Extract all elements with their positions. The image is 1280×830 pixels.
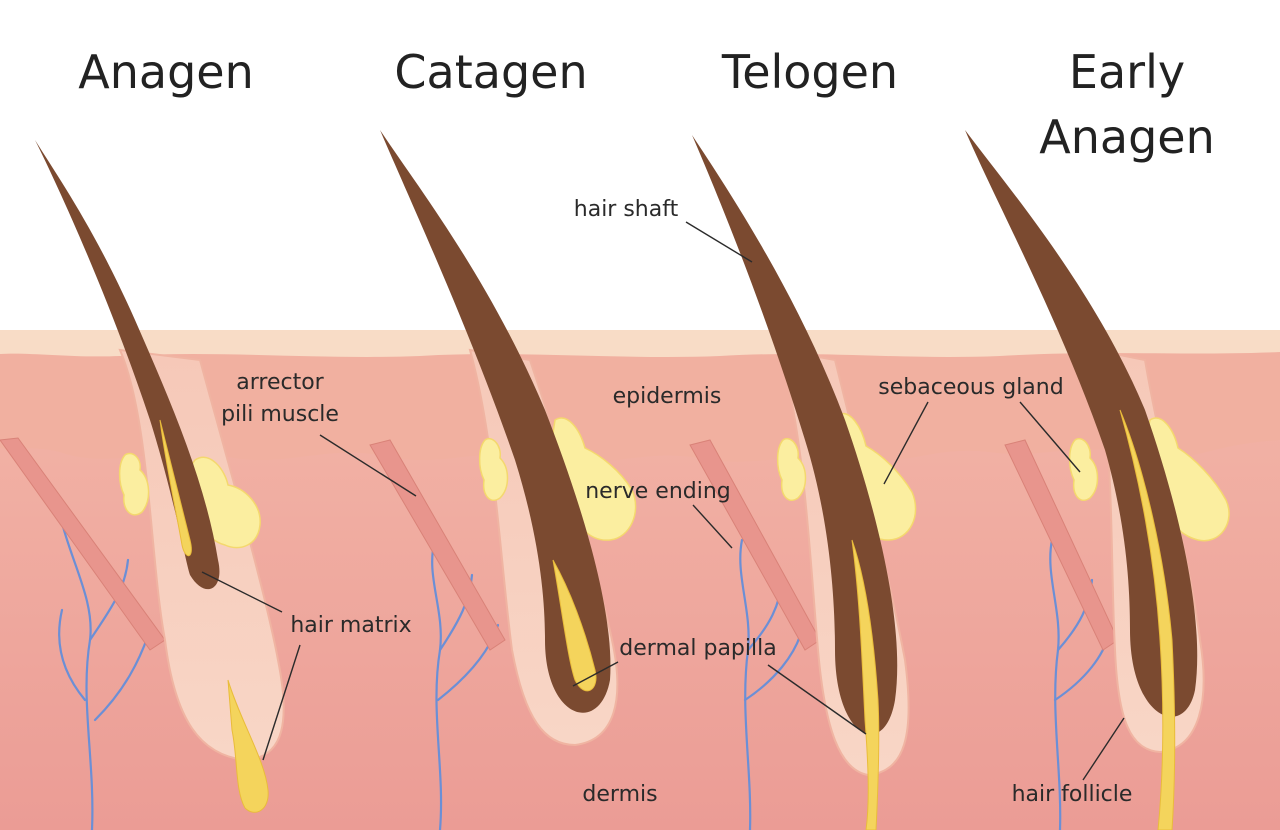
label-hair-shaft: hair shaft: [574, 197, 679, 222]
label-hair-matrix: hair matrix: [290, 613, 411, 638]
label-dermis: dermis: [582, 782, 657, 807]
skin-surface: [0, 330, 1280, 357]
label-dermal-papilla: dermal papilla: [619, 636, 776, 661]
label-hair-follicle: hair follicle: [1012, 782, 1133, 807]
stage-title-early-line2: Anagen: [1039, 110, 1214, 164]
stage-title-anagen: Anagen: [78, 45, 253, 99]
label-arrector-line1: arrector: [236, 370, 324, 395]
leader-lines: [201, 221, 1125, 781]
label-nerve-ending: nerve ending: [585, 479, 731, 504]
arrector-pili-muscles: [0, 437, 1119, 651]
stage-title-catagen: Catagen: [394, 45, 587, 99]
nerve-fibers: [58, 513, 1112, 830]
dermal-papillae: [159, 409, 1176, 830]
stage-title-telogen: Telogen: [721, 45, 898, 99]
label-arrector-line2: pili muscle: [221, 402, 339, 427]
stage-title-early-line1: Early: [1069, 45, 1185, 99]
label-epidermis: epidermis: [613, 384, 722, 409]
epidermis-layer: [0, 340, 1280, 463]
label-sebaceous-gland: sebaceous gland: [878, 375, 1063, 400]
